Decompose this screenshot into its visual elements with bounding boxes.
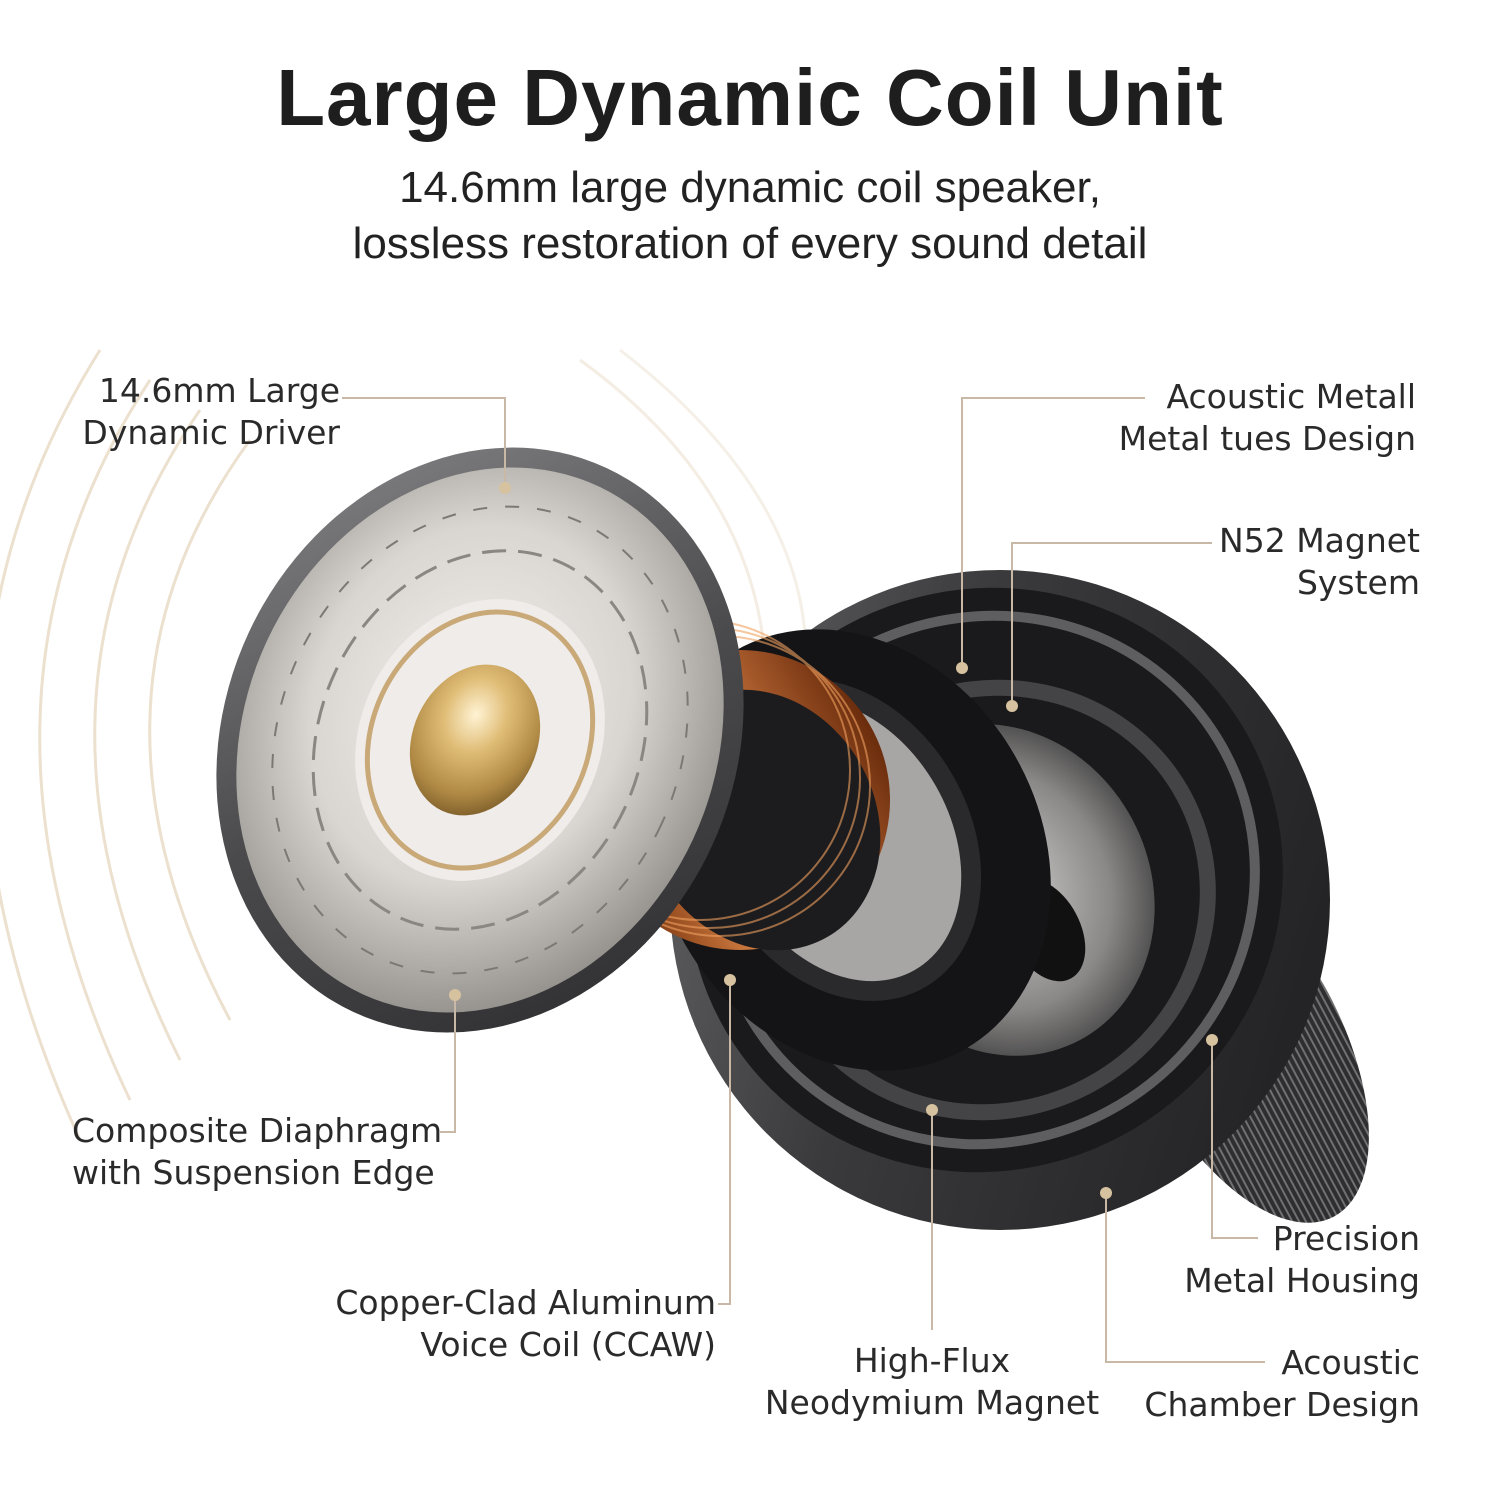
leader-driver [342, 397, 506, 488]
label-chamber-line-2: Chamber Design [1144, 1385, 1420, 1424]
subtitle-line-1: 14.6mm large dynamic coil speaker, [399, 163, 1101, 212]
page-subtitle: 14.6mm large dynamic coil speaker, lossl… [0, 160, 1500, 272]
leader-voice-coil [718, 980, 731, 1305]
dot-driver [499, 482, 511, 494]
leader-chamber [1105, 1193, 1265, 1363]
label-voice-coil-line-1: Copper-Clad Aluminum [335, 1283, 716, 1322]
label-neodymium-line-2: Neodymium Magnet [764, 1383, 1100, 1422]
label-acoustic-metal: Acoustic Metall Metal tues Design [1119, 376, 1416, 460]
label-n52-magnet: N52 Magnet System [1219, 520, 1420, 604]
label-diaphragm-line-1: Composite Diaphragm [72, 1111, 443, 1150]
leader-housing [1211, 1040, 1258, 1239]
label-chamber: Acoustic Chamber Design [1144, 1342, 1420, 1426]
dot-n52 [1006, 700, 1018, 712]
label-driver: 14.6mm Large Dynamic Driver [82, 370, 340, 454]
callout-dots [449, 482, 1218, 1199]
label-acoustic-metal-line-2: Metal tues Design [1118, 419, 1416, 458]
label-driver-line-1: 14.6mm Large [98, 371, 340, 410]
dot-chamber [1100, 1187, 1112, 1199]
label-housing-line-1: Precision [1272, 1219, 1420, 1258]
label-housing-line-2: Metal Housing [1184, 1261, 1420, 1300]
label-diaphragm-line-2: with Suspension Edge [72, 1153, 435, 1192]
label-n52-line-2: System [1296, 563, 1420, 602]
label-chamber-line-1: Acoustic [1281, 1343, 1420, 1382]
subtitle-line-2: lossless restoration of every sound deta… [352, 219, 1148, 268]
dot-housing [1206, 1034, 1218, 1046]
leader-lines [342, 397, 1265, 1363]
page-title: Large Dynamic Coil Unit [276, 53, 1224, 142]
composite-diaphragm [216, 447, 744, 1033]
label-neodymium: High-Flux Neodymium Magnet [752, 1340, 1112, 1424]
label-n52-line-1: N52 Magnet [1219, 521, 1420, 560]
label-neodymium-line-1: High-Flux [853, 1341, 1011, 1380]
dot-diaphragm [449, 989, 461, 1001]
leader-diaphragm [440, 995, 456, 1133]
label-housing: Precision Metal Housing [1184, 1218, 1420, 1302]
dot-acoustic-metal [956, 662, 968, 674]
label-diaphragm: Composite Diaphragm with Suspension Edge [72, 1110, 442, 1194]
label-voice-coil: Copper-Clad Aluminum Voice Coil (CCAW) [335, 1282, 716, 1366]
leader-acoustic-metal [961, 397, 1145, 668]
label-driver-line-2: Dynamic Driver [82, 413, 340, 452]
leader-n52 [1011, 542, 1212, 706]
dot-neodymium [926, 1104, 938, 1116]
label-acoustic-metal-line-1: Acoustic Metall [1166, 377, 1416, 416]
label-voice-coil-line-2: Voice Coil (CCAW) [420, 1325, 716, 1364]
dot-voice-coil [724, 974, 736, 986]
